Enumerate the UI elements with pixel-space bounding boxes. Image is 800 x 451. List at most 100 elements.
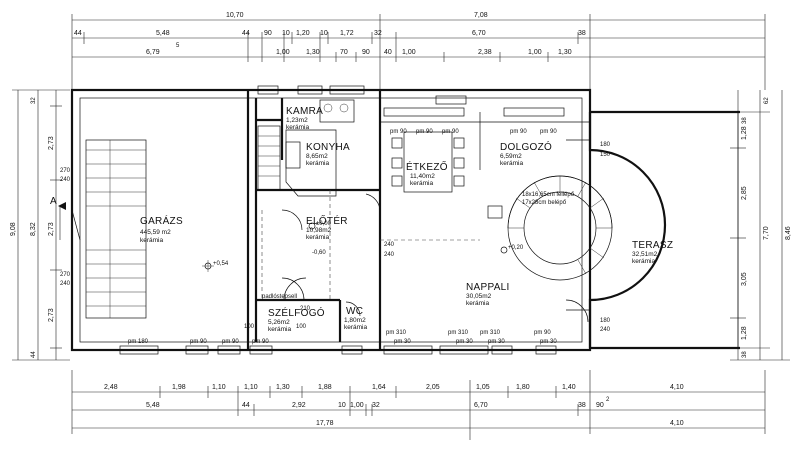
right-dim: 38	[742, 117, 748, 124]
window-label: pm 310	[448, 330, 469, 336]
room-area: 11,40m2	[410, 173, 435, 180]
right-dim: 2,85	[741, 186, 748, 200]
section-label: A	[50, 196, 57, 207]
top-dim: 1,30	[558, 49, 572, 56]
top-dim: 1,20	[296, 30, 310, 37]
terrace-wall	[566, 112, 667, 348]
right-dim: 62	[764, 97, 770, 104]
section-marker-a: A	[50, 196, 66, 240]
room-name: DOLGOZÓ	[500, 140, 552, 153]
bottom-dim: 1,80	[516, 384, 530, 391]
top-dim: 90	[362, 49, 370, 56]
room-material: kerámia	[466, 300, 490, 307]
window-label: pm 90	[416, 129, 433, 135]
top-dim: 5	[176, 43, 180, 49]
bottom-dim: 1,64	[372, 384, 386, 391]
bottom-dim: 5,48	[146, 402, 160, 409]
left-dim: 2,73	[48, 308, 55, 322]
garage-label: 270	[60, 272, 71, 278]
level-garage: +0,54	[213, 261, 229, 267]
right-dim: 38	[742, 351, 748, 358]
room-garazs: GARÁZS 445,59 m2 kerámia	[140, 214, 183, 244]
room-material: kerámia	[306, 234, 330, 241]
room-name: SZÉLFOGÓ	[268, 306, 325, 319]
room-area: 30,05m2	[466, 293, 492, 300]
top-dim: 40	[384, 49, 392, 56]
bottom-dimension-labels: 2,48 1,98 1,10 1,10 1,30 1,88 1,64 2,05 …	[104, 384, 684, 427]
opening-label: 210	[300, 306, 311, 312]
top-dim: 70	[340, 49, 348, 56]
room-name: ÉTKEZŐ	[406, 159, 448, 173]
bottom-dim: 44	[242, 402, 250, 409]
window-label: pm 30	[488, 339, 505, 345]
room-material: kerámia	[268, 326, 292, 333]
bottom-dim: 10	[338, 402, 346, 409]
top-dim: 6,70	[472, 30, 486, 37]
window-label: pm 180	[128, 339, 149, 345]
bottom-dim: 1,10	[244, 384, 258, 391]
room-nappali: NAPPALI 30,05m2 kerámia	[466, 282, 509, 307]
terrace-label: 150	[600, 152, 611, 158]
window-label: pm 90	[222, 339, 239, 345]
bottom-dim: 1,00	[350, 402, 364, 409]
room-kamra: KAMRA 1,23m2 kerámia	[286, 106, 323, 131]
top-dim-total-left: 10,70	[226, 12, 244, 19]
room-material: kerámia	[500, 160, 524, 167]
bottom-dim: 90	[596, 402, 604, 409]
bottom-dim: 1,30	[276, 384, 290, 391]
top-dim: 44	[74, 30, 82, 37]
room-material: kerámia	[344, 324, 368, 331]
top-dim: 10	[282, 30, 290, 37]
top-dim: 1,00	[528, 49, 542, 56]
stair-note: 17x28cm belépő	[522, 200, 567, 206]
top-dim: 38	[578, 30, 586, 37]
terrace-label: 180	[600, 142, 611, 148]
top-dim: 1,00	[402, 49, 416, 56]
left-dim: 9,08	[10, 222, 17, 236]
bottom-windows	[119, 345, 557, 355]
room-material: kerámia	[410, 180, 434, 187]
top-dim: 32	[374, 30, 382, 37]
left-dimension-lines	[12, 89, 70, 361]
room-wc: WC 1,80m2 kerámia	[344, 306, 368, 331]
bottom-dim: 2	[606, 397, 610, 403]
opening-label: 240	[384, 252, 395, 258]
window-label: pm 30	[394, 339, 411, 345]
bottom-dim: 1,05	[476, 384, 490, 391]
top-windows	[257, 85, 565, 117]
top-dim: 1,00	[276, 49, 290, 56]
level-nappali: +0,20	[508, 245, 524, 251]
top-dimension-lines	[71, 14, 766, 90]
garage-label: 270	[60, 168, 71, 174]
right-dim: 3,05	[741, 272, 748, 286]
room-area: 10,98m2	[306, 227, 332, 234]
room-name: GARÁZS	[140, 214, 183, 227]
garage-label: 240	[60, 281, 71, 287]
opening-label: 100	[244, 324, 255, 330]
room-name: WC	[346, 306, 363, 317]
bottom-dim: 1,98	[172, 384, 186, 391]
room-material: kerámia	[286, 124, 310, 131]
window-label: pm 30	[540, 339, 557, 345]
window-label: pm 90	[190, 339, 207, 345]
room-terasz: TERASZ 32,51m2 kerámia	[632, 240, 673, 265]
opening-label: 240	[384, 242, 395, 248]
bottom-dim: 2,05	[426, 384, 440, 391]
top-dimension-labels: 10,70 7,08 44 5,48 44 90 10 1,20 10 1,72…	[74, 12, 586, 56]
bottom-dim-total-left: 17,78	[316, 420, 334, 427]
bottom-dim: 1,10	[212, 384, 226, 391]
top-dim: 10	[320, 30, 328, 37]
room-etkezo: ÉTKEZŐ 11,40m2 kerámia	[406, 159, 448, 187]
bottom-dim: 2,48	[104, 384, 118, 391]
room-name: TERASZ	[632, 240, 673, 251]
room-material: kerámia	[306, 160, 330, 167]
bottom-dim-total-right: 4,10	[670, 420, 684, 427]
room-material: kerámia	[140, 237, 164, 244]
window-label: pm 90	[540, 129, 557, 135]
stair-note: 18x16,65cm fellépő	[522, 192, 575, 198]
room-name: KAMRA	[286, 106, 323, 117]
room-area: 1,23m2	[286, 117, 308, 124]
top-dim-total-right: 7,08	[474, 12, 488, 19]
room-name: ELŐTÉR	[306, 213, 348, 227]
